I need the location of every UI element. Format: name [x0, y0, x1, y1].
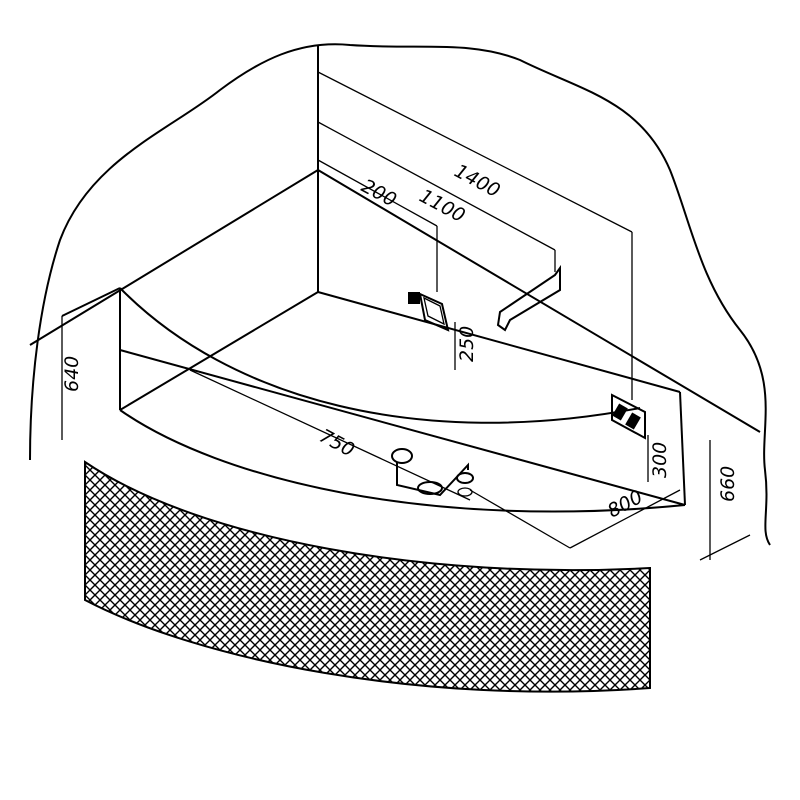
mixer-valve-icon [611, 393, 646, 440]
dim-300: 300 [649, 442, 671, 478]
spout-icon [496, 264, 561, 332]
wall-outline [29, 43, 771, 546]
front-panel-mesh [84, 460, 651, 693]
tub-inner-arc [119, 287, 641, 424]
top-dimensions [61, 71, 751, 561]
dim-1400: 1400 [451, 160, 504, 202]
dim-640: 640 [61, 356, 83, 392]
dim-800: 800 [604, 486, 646, 522]
right-rim-front [119, 349, 686, 506]
dim-750: 750 [316, 425, 358, 461]
dim-1100: 1100 [416, 185, 469, 227]
left-rim [119, 291, 319, 411]
right-rim-back [317, 291, 681, 393]
dim-250: 250 [456, 326, 478, 362]
waste-fitting-icon [391, 448, 474, 497]
left-panel-edge [61, 287, 121, 317]
dim-660: 660 [717, 466, 739, 502]
tub-front-arc [119, 409, 686, 513]
left-wall-edge [29, 169, 319, 346]
right-end [679, 391, 686, 506]
right-wall-edge [317, 169, 761, 433]
drain-overflow-icon [408, 292, 450, 332]
